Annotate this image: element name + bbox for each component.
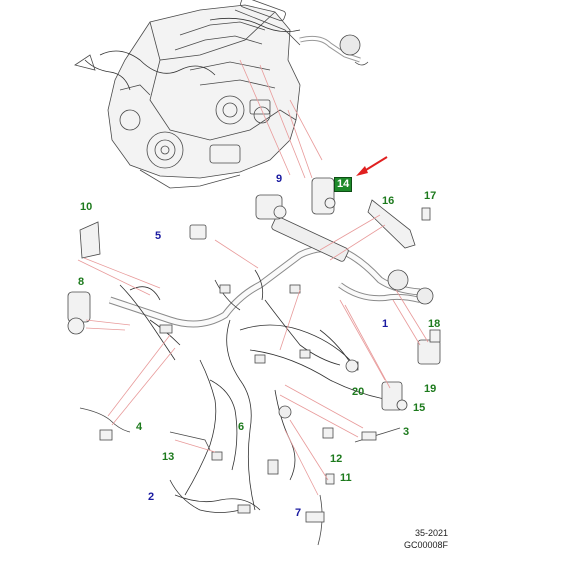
callout-8: 8 <box>78 276 85 288</box>
callout-12: 12 <box>330 453 343 465</box>
callout-20: 20 <box>352 386 365 398</box>
callout-6: 6 <box>238 421 245 433</box>
callout-10: 10 <box>80 201 93 213</box>
diagram-date-code: 35-2021 <box>414 528 448 538</box>
callout-11: 11 <box>340 472 352 484</box>
callout-17: 17 <box>424 190 437 202</box>
callout-15: 15 <box>413 402 426 414</box>
callout-19: 19 <box>424 383 437 395</box>
loose-parts-illustration <box>67 177 441 546</box>
main-harness-illustration <box>108 216 434 514</box>
callout-1: 1 <box>382 318 389 330</box>
callout-13: 13 <box>162 451 175 463</box>
callout-5: 5 <box>155 230 162 242</box>
callout-4: 4 <box>136 421 143 433</box>
callout-14-highlighted: 14 <box>334 177 353 192</box>
diagram-reference-code: GC00008F <box>403 540 448 550</box>
callout-3: 3 <box>403 426 410 438</box>
red-arrow-icon <box>356 156 388 176</box>
callout-7: 7 <box>295 507 302 519</box>
callout-9: 9 <box>276 173 283 185</box>
engine-illustration <box>74 0 369 189</box>
leader-lines <box>77 59 429 496</box>
callout-16: 16 <box>382 195 395 207</box>
callout-2: 2 <box>148 491 155 503</box>
callout-18: 18 <box>428 318 441 330</box>
